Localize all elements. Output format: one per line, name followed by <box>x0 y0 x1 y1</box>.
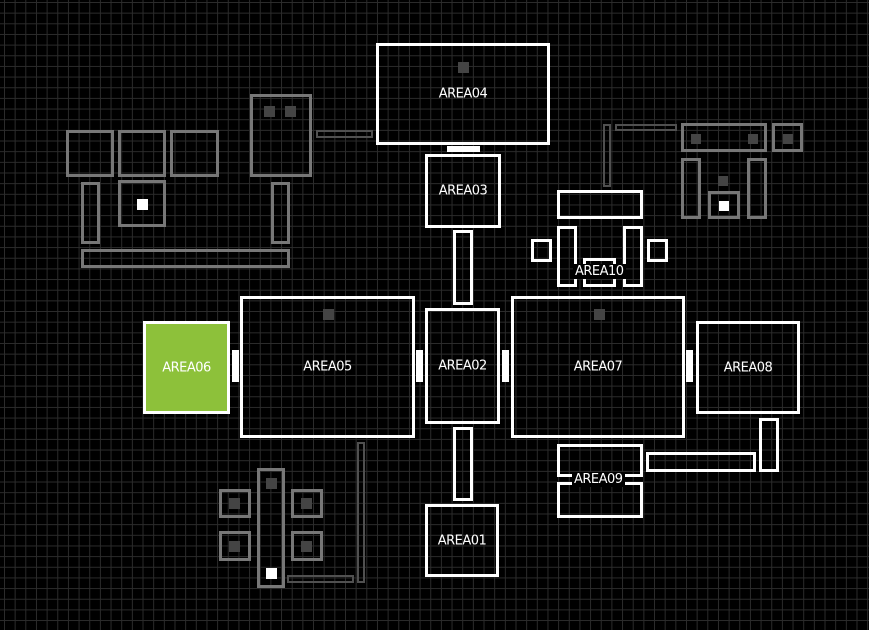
unexplored-room <box>170 130 219 177</box>
area05-label: AREA05 <box>303 359 352 375</box>
item-marker <box>458 62 469 73</box>
save-point-marker <box>266 568 277 579</box>
item-marker <box>285 106 296 117</box>
unexplored-room <box>66 130 114 177</box>
area06-room-current[interactable]: AREA06 <box>143 321 230 414</box>
item-marker <box>264 106 275 117</box>
door-07-08 <box>686 350 693 382</box>
unexplored-room <box>118 180 166 227</box>
unexplored-passage <box>316 130 373 138</box>
area01-room[interactable]: AREA01 <box>425 504 499 577</box>
area07-label: AREA07 <box>573 359 623 375</box>
corridor-08-vertical <box>759 418 779 472</box>
area08-label: AREA08 <box>723 360 773 375</box>
item-marker <box>748 134 758 144</box>
door-05-02 <box>416 350 423 382</box>
unexplored-room <box>708 191 740 219</box>
unexplored-pillar <box>747 158 767 219</box>
unexplored-room <box>219 531 251 561</box>
corridor-03-02 <box>453 230 473 305</box>
item-marker <box>783 134 793 144</box>
item-marker <box>323 309 334 320</box>
unexplored-corridor <box>81 249 290 268</box>
area04-room[interactable]: AREA04 <box>376 43 550 145</box>
area10-right-pillar <box>623 226 643 287</box>
door-02-07 <box>502 350 509 382</box>
door-06-05 <box>232 350 239 382</box>
unexplored-pillar <box>257 468 285 588</box>
item-marker <box>594 309 605 320</box>
area01-label: AREA01 <box>437 533 487 548</box>
unexplored-room <box>291 489 323 518</box>
unexplored-room <box>219 489 251 518</box>
save-point-marker <box>719 201 729 211</box>
corridor-02-01 <box>453 427 473 501</box>
item-marker <box>691 134 701 144</box>
unexplored-room <box>118 130 166 177</box>
item-marker <box>718 176 728 186</box>
item-marker <box>229 498 240 509</box>
area04-label: AREA04 <box>438 86 488 102</box>
unexplored-room <box>681 123 767 152</box>
area08-room[interactable]: AREA08 <box>696 321 800 414</box>
item-marker <box>301 498 312 509</box>
unexplored-passage <box>357 442 365 583</box>
item-marker <box>266 478 277 489</box>
area10-top-room[interactable] <box>557 190 643 219</box>
area07-room[interactable]: AREA07 <box>511 296 685 438</box>
item-marker <box>229 541 240 552</box>
area10-label: AREA10 <box>573 264 626 279</box>
unexplored-passage <box>603 124 611 187</box>
unexplored-pillar <box>81 182 100 244</box>
door-04-03 <box>447 146 480 152</box>
area10-right-cell[interactable] <box>647 239 668 262</box>
area03-label: AREA03 <box>438 183 488 199</box>
unexplored-room <box>772 123 803 152</box>
area09-room-bottom[interactable] <box>557 482 643 518</box>
area05-room[interactable]: AREA05 <box>240 296 415 438</box>
unexplored-passage <box>615 124 677 131</box>
unexplored-pillar <box>271 182 290 244</box>
item-marker <box>301 541 312 552</box>
corridor-08-09 <box>646 452 756 472</box>
area06-label: AREA06 <box>162 360 211 375</box>
area09-label: AREA09 <box>572 472 625 487</box>
save-point-marker <box>137 199 148 210</box>
area10-left-pillar <box>557 226 577 287</box>
area02-label: AREA02 <box>438 358 487 374</box>
area02-room[interactable]: AREA02 <box>425 308 500 424</box>
unexplored-room <box>291 531 323 561</box>
unexplored-passage <box>287 575 354 583</box>
unexplored-pillar <box>681 158 701 219</box>
area03-room[interactable]: AREA03 <box>425 154 501 228</box>
area10-left-cell[interactable] <box>531 239 552 262</box>
unexplored-room <box>250 94 312 177</box>
